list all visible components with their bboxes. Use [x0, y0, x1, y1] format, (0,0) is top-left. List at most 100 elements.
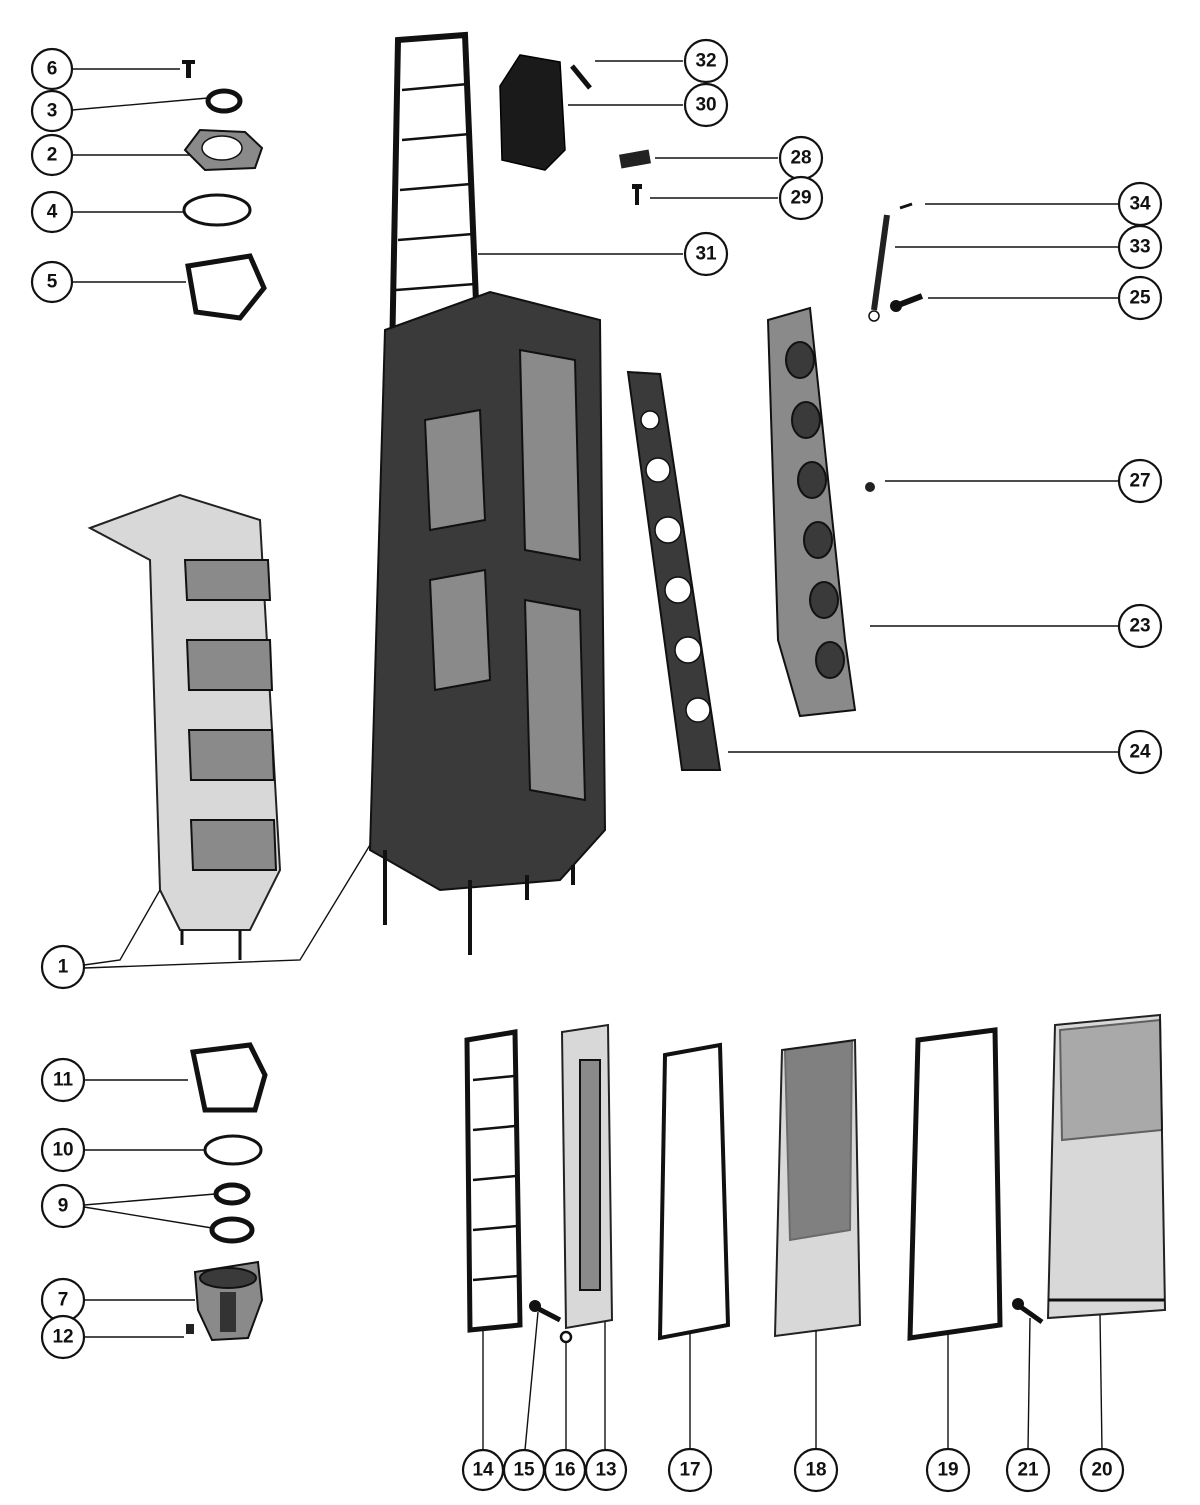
callout-number: 18 [805, 1460, 826, 1481]
part-18-cover [773, 1038, 862, 1338]
part-34-clip [899, 202, 913, 210]
callout-34: 34 [1117, 181, 1163, 227]
callout-20: 20 [1079, 1447, 1125, 1493]
callout-number: 12 [52, 1327, 73, 1348]
callout-5: 5 [30, 260, 74, 304]
part-23-cylinder-head [766, 306, 857, 718]
callout-14: 14 [461, 1448, 505, 1492]
part-19-gasket [907, 1027, 1003, 1341]
callout-number: 33 [1129, 237, 1150, 258]
part-25-bolt [890, 293, 924, 312]
callout-number: 14 [472, 1460, 494, 1481]
callout-19: 19 [925, 1447, 971, 1493]
leader-9b [83, 1206, 213, 1229]
callout-labels: 6 3 2 4 5 32 30 28 29 31 34 33 25 27 23 … [30, 38, 1163, 1493]
part-7-bearing-housing [193, 1260, 264, 1342]
callout-number: 32 [695, 51, 716, 72]
leader-15 [524, 1311, 539, 1451]
part-9-seal-upper [213, 1182, 251, 1206]
part-16-washer [559, 1330, 573, 1344]
callout-1: 1 [40, 944, 86, 990]
leader-21 [1027, 1317, 1031, 1451]
leader-1b [83, 844, 371, 969]
part-illustrations [87, 31, 1167, 1344]
callout-6: 6 [30, 47, 74, 91]
leader-20 [1099, 1314, 1103, 1451]
part-29-screw [632, 184, 642, 205]
part-1-cylinder-block [368, 290, 607, 955]
callout-28: 28 [778, 135, 824, 181]
callout-number: 6 [47, 59, 58, 80]
part-1-crankcase-front [87, 493, 282, 960]
callout-number: 28 [790, 148, 811, 169]
part-4-oring [182, 193, 252, 227]
callout-number: 34 [1129, 194, 1151, 215]
callout-number: 10 [52, 1140, 73, 1161]
callout-10: 10 [40, 1127, 86, 1173]
callout-number: 31 [695, 244, 717, 265]
callout-15: 15 [502, 1448, 546, 1492]
part-33-link-rod [868, 214, 890, 322]
callout-number: 1 [58, 957, 69, 978]
part-9-seal-lower [209, 1216, 255, 1244]
callout-31: 31 [683, 231, 729, 277]
part-21-bolt [1012, 1298, 1044, 1325]
callout-number: 25 [1129, 288, 1151, 309]
leader-9a [83, 1193, 216, 1206]
callout-21: 21 [1005, 1447, 1051, 1493]
part-15-screw [529, 1300, 562, 1323]
callout-number: 7 [58, 1290, 69, 1311]
callout-32: 32 [683, 38, 729, 84]
callout-2: 2 [30, 133, 74, 177]
callout-number: 15 [513, 1460, 535, 1481]
callout-number: 20 [1091, 1460, 1112, 1481]
callout-7: 7 [40, 1277, 86, 1323]
part-3-seal [205, 88, 243, 114]
leader-3 [71, 97, 209, 111]
part-2-housing [183, 128, 264, 172]
callout-number: 3 [47, 101, 58, 122]
callout-13: 13 [584, 1448, 628, 1492]
part-11-gasket [190, 1042, 268, 1113]
callout-23: 23 [1117, 603, 1163, 649]
callout-number: 16 [554, 1460, 575, 1481]
callout-number: 24 [1129, 742, 1151, 763]
part-13-plate [560, 1023, 614, 1330]
part-14-gasket [464, 1029, 523, 1333]
leader-lines [71, 60, 1118, 1451]
callout-27: 27 [1117, 458, 1163, 504]
part-28-fitting [619, 149, 651, 169]
part-6-pin [182, 60, 195, 78]
callout-number: 2 [47, 145, 58, 166]
part-5-gasket [185, 253, 267, 321]
callout-24: 24 [1117, 729, 1163, 775]
callout-4: 4 [30, 190, 74, 234]
callout-number: 4 [47, 202, 58, 223]
callout-number: 9 [58, 1196, 69, 1217]
callout-30: 30 [683, 82, 729, 128]
callout-9: 9 [40, 1183, 86, 1229]
callout-number: 17 [679, 1460, 700, 1481]
callout-33: 33 [1117, 224, 1163, 270]
callout-number: 30 [695, 95, 716, 116]
callout-3: 3 [30, 89, 74, 133]
part-32-screw [570, 64, 592, 90]
callout-number: 13 [595, 1460, 616, 1481]
part-20-exhaust-cover [1046, 1013, 1167, 1320]
callout-number: 29 [790, 188, 811, 209]
part-27-plug [865, 482, 875, 492]
part-17-gasket [657, 1042, 731, 1341]
callout-number: 27 [1129, 471, 1150, 492]
callout-number: 5 [47, 272, 58, 293]
part-10-oring [203, 1134, 263, 1166]
callout-17: 17 [667, 1447, 713, 1493]
callout-number: 23 [1129, 616, 1150, 637]
part-12-fitting [186, 1324, 194, 1334]
callout-11: 11 [40, 1057, 86, 1103]
part-30-cover [499, 54, 566, 171]
callout-18: 18 [793, 1447, 839, 1493]
callout-25: 25 [1117, 275, 1163, 321]
callout-12: 12 [40, 1314, 86, 1360]
callout-number: 11 [53, 1070, 74, 1091]
